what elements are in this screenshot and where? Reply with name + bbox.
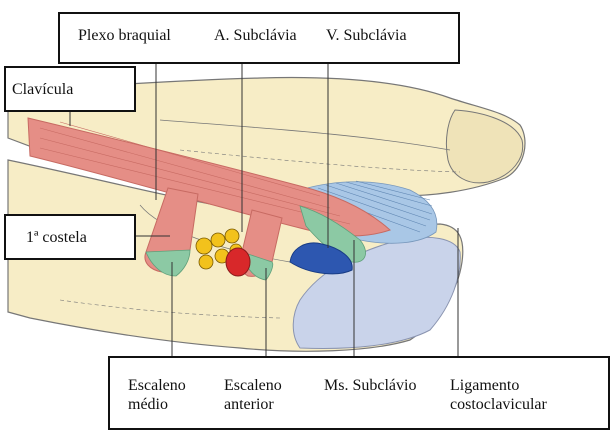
label-clavicula: Clavícula [12,80,73,99]
label-ligamento: Ligamento costoclavicular [450,376,547,414]
label-ligamento-line1: Ligamento [450,376,547,395]
label-v-subclavia: V. Subclávia [326,26,407,45]
first-rib-label-box: 1ª costela [4,214,136,260]
label-plexo-braquial: Plexo braquial [78,26,171,45]
label-ligamento-line2: costoclavicular [450,395,547,414]
label-escaleno-anterior: Escaleno anterior [224,376,282,414]
subclavian-artery [226,248,250,276]
top-label-box: Plexo braquial A. Subclávia V. Subclávia [58,12,460,64]
label-escaleno-medio-line1: Escaleno [128,376,186,395]
label-escaleno-anterior-line2: anterior [224,395,282,414]
label-a-subclavia: A. Subclávia [214,26,297,45]
label-escaleno-medio-line2: médio [128,395,186,414]
clavicle-label-box: Clavícula [4,66,136,112]
label-escaleno-medio: Escaleno médio [128,376,186,414]
label-escaleno-anterior-line1: Escaleno [224,376,282,395]
bottom-label-box: Escaleno médio Escaleno anterior Ms. Sub… [108,356,610,430]
label-primeira-costela: 1ª costela [26,228,87,247]
label-ms-subclavio: Ms. Subclávio [324,376,416,395]
